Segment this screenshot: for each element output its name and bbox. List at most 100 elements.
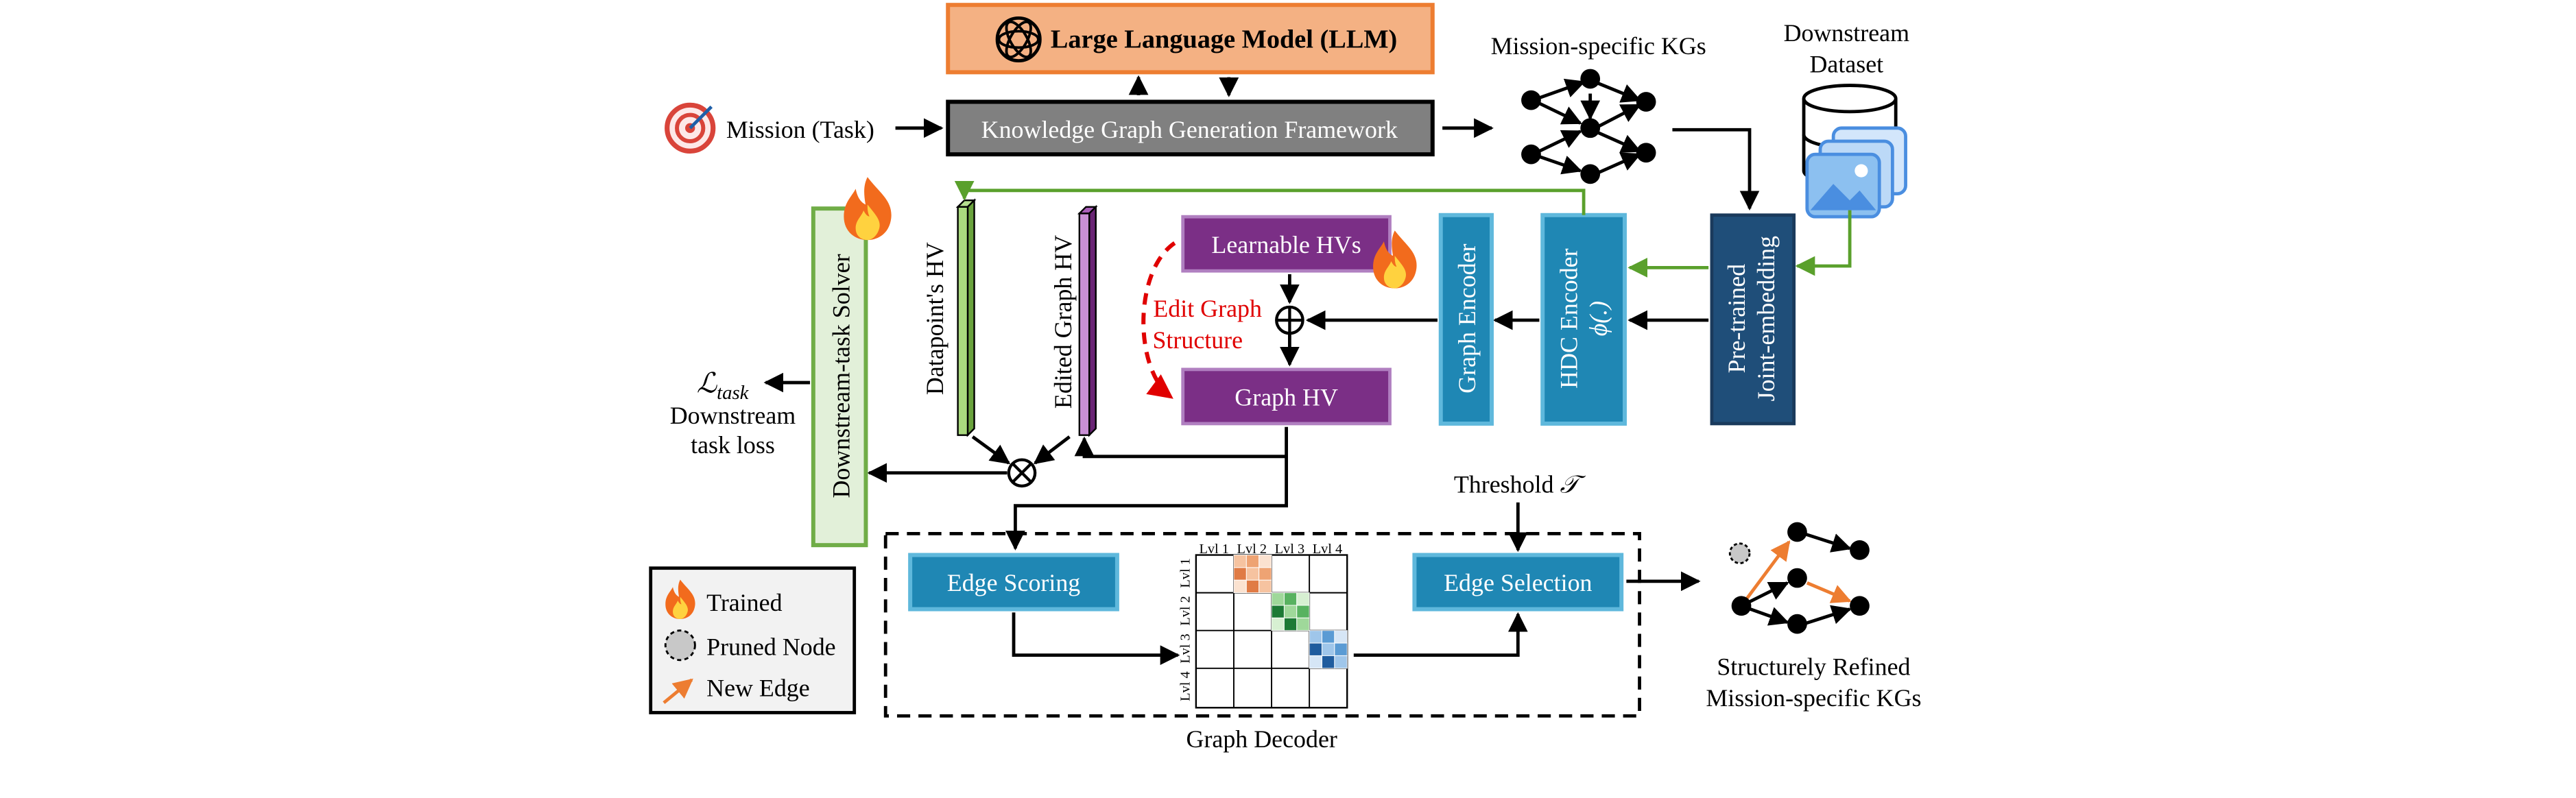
dataset-to-pretrained-arrow: [1795, 210, 1852, 276]
matrix-cell: [1334, 642, 1348, 656]
matrix-col-label: Lvl 4: [1313, 542, 1343, 557]
loss-line1: Downstream: [670, 402, 796, 429]
kg-node: [1787, 614, 1807, 634]
graph-hv-label: Graph HV: [1235, 384, 1338, 411]
pretrained-box: [1710, 213, 1796, 426]
matrix-cell: [1283, 605, 1298, 618]
kg-node: [1521, 144, 1541, 165]
matrix-cell: [1283, 617, 1298, 631]
downstream-dataset-line1: Downstream: [1784, 19, 1910, 47]
edge-selection-box: [1412, 553, 1624, 612]
matrix-cell: [1271, 617, 1285, 631]
hdc-encoder-line2: ϕ(.): [1585, 301, 1612, 336]
matrix-row-label: Lvl 1: [1178, 558, 1193, 588]
matrix-cell: [1296, 605, 1310, 618]
kg-node: [1850, 540, 1870, 560]
edited-to-bind-arrow: [1033, 435, 1071, 465]
hdc-encoder-box: [1540, 213, 1627, 426]
refined-kgs-line1: Structurely Refined: [1717, 653, 1910, 680]
legend-item-label: Trained: [706, 589, 782, 616]
matrix-cell: [1322, 630, 1335, 644]
downstream-dataset-line2: Dataset: [1809, 50, 1883, 77]
matrix-row-label: Lvl 2: [1178, 596, 1193, 626]
matrix-cell: [1233, 567, 1247, 581]
matrix-col-label: Lvl 2: [1237, 542, 1267, 557]
matrix-cell: [1322, 655, 1335, 669]
graph-decoder-frame: [883, 532, 1641, 718]
matrix-cell: [1334, 630, 1348, 644]
matrix-col-labels: Lvl 1 Lvl 2 Lvl 3 Lvl 4: [1199, 542, 1342, 557]
kg-node: [1580, 69, 1601, 89]
bind-operator-icon: [1007, 458, 1037, 488]
kg-node: [1580, 118, 1601, 138]
matrix-cell: [1309, 630, 1322, 644]
pruned-node-icon: [1728, 542, 1751, 564]
datapoint-hv-bar: [955, 198, 977, 437]
matrix-row-label: Lvl 4: [1178, 671, 1193, 701]
matrix-row-label: Lvl 3: [1178, 633, 1193, 664]
graph-encoder-label: Graph Encoder: [1453, 243, 1481, 393]
kg-node: [1787, 568, 1807, 588]
matrix-cell: [1245, 579, 1260, 594]
image-stack-icon: [1805, 126, 1907, 219]
matrix-cell: [1271, 592, 1285, 606]
legend-item-label: Pruned Node: [706, 633, 835, 661]
matrix-cell: [1245, 567, 1260, 581]
loss-symbol: ℒtask: [697, 367, 750, 404]
matrix-cell: [1296, 617, 1310, 631]
mission-kgs-label: Mission-specific KGs: [1491, 32, 1706, 60]
edit-graph-line1: Edit Graph: [1153, 295, 1262, 322]
mission-kg-graph: [1531, 78, 1642, 176]
kg-node: [1636, 143, 1656, 163]
pretrained-line2: Joint-embedding: [1752, 236, 1780, 401]
matrix-row-labels: Lvl 1 Lvl 2 Lvl 3 Lvl 4: [1178, 558, 1193, 701]
matrix-cell: [1259, 567, 1272, 581]
kg-framework-box: [946, 99, 1435, 157]
mission-label: Mission (Task): [726, 116, 874, 143]
matrix-cell: [1259, 579, 1272, 594]
matrix-to-selection-arrow: [1353, 612, 1528, 657]
matrix-cell: [1245, 555, 1260, 568]
edited-graph-hv-bar: [1077, 204, 1098, 437]
matrix-cell: [1296, 592, 1310, 606]
matrix-cell: [1233, 579, 1247, 594]
kg-node: [1580, 164, 1601, 184]
pruned-node-icon: [664, 629, 696, 662]
pretrained-line1: Pre-trained: [1723, 264, 1750, 374]
matrix-cell: [1322, 642, 1335, 656]
matrix-cell: [1283, 592, 1298, 606]
downstream-solver-label: Downstream-task Solver: [828, 254, 855, 498]
scoring-to-matrix-arrow: [1012, 612, 1180, 666]
threshold-label: Threshold 𝒯: [1454, 471, 1586, 498]
kg-node: [1731, 596, 1752, 616]
hdc-to-datapoint-green-arrow: [954, 180, 1586, 215]
graph-hv-to-edited-arrow: [1074, 426, 1288, 459]
graph-encoder-box: [1438, 213, 1494, 426]
edit-structure-dashed-arrow: [1141, 241, 1176, 400]
edge-scoring-box: [908, 553, 1119, 612]
kg-framework-label: Knowledge Graph Generation Framework: [981, 116, 1398, 143]
edge-selection-label: Edge Selection: [1444, 569, 1592, 596]
graph-hv-to-decoder-arrow: [1005, 456, 1288, 551]
matrix-blocks: [1233, 555, 1348, 669]
openai-logo-icon: [995, 16, 1042, 63]
kg-node: [1850, 596, 1870, 616]
legend-item-label: New Edge: [706, 675, 810, 702]
matrix-cell: [1233, 555, 1247, 568]
hdc-encoder-line1: HDC Encoder: [1555, 248, 1583, 388]
learnable-hvs-box: [1181, 215, 1392, 273]
matrix-cell: [1334, 655, 1348, 669]
matrix-cell: [1259, 555, 1272, 568]
learnable-hvs-label: Learnable HVs: [1211, 231, 1361, 258]
datapoint-to-bind-arrow: [971, 435, 1011, 465]
graph-hv-box: [1181, 367, 1392, 426]
graph-decoder-label: Graph Decoder: [1186, 725, 1337, 753]
refined-kgs-line2: Mission-specific KGs: [1706, 684, 1921, 712]
edited-graph-hv-label: Edited Graph HV: [1049, 235, 1077, 409]
loss-line2: task loss: [691, 431, 775, 459]
kg-node: [1521, 90, 1541, 110]
kg-node: [1636, 92, 1656, 112]
matrix-col-label: Lvl 1: [1199, 542, 1229, 557]
edit-graph-line2: Structure: [1152, 326, 1243, 354]
